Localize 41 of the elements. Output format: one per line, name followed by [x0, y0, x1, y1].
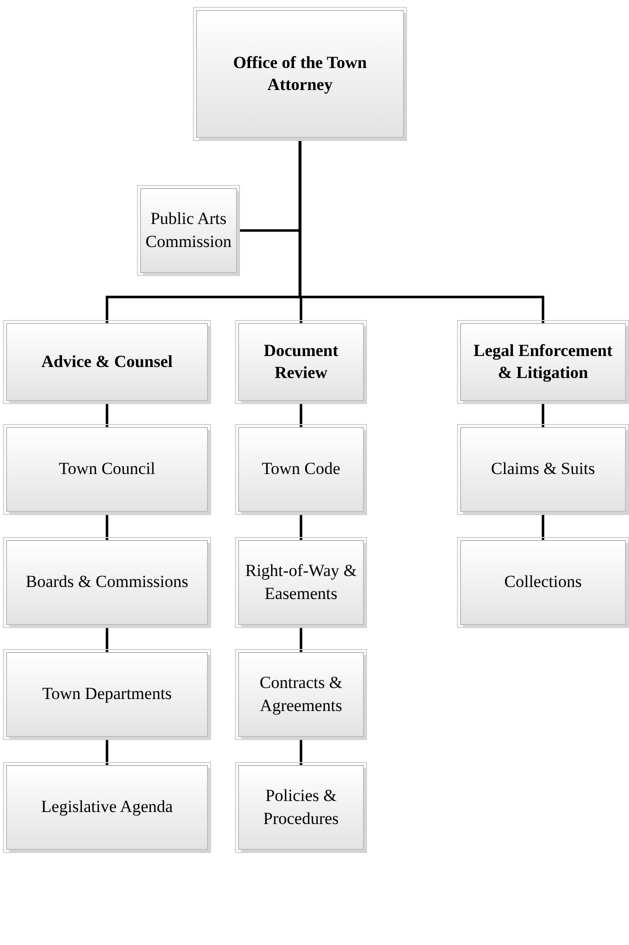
- box-label: Office of the Town Attorney: [232, 52, 368, 96]
- org-box: [6, 652, 208, 737]
- org-box: [238, 323, 364, 401]
- connector-line: [300, 625, 302, 652]
- connector-line: [300, 512, 302, 540]
- org-box: [140, 188, 237, 273]
- box-label: Document Review: [262, 340, 340, 384]
- org-box: [6, 323, 208, 401]
- org-box: [6, 765, 208, 850]
- connector-line: [542, 512, 544, 540]
- box-label: Contracts & Agreements: [258, 672, 344, 717]
- org-box: [196, 10, 404, 138]
- org-box: [460, 427, 626, 512]
- box-label: Right-of-Way & Easements: [244, 560, 358, 604]
- org-box: [238, 765, 364, 850]
- org-box: [238, 540, 364, 625]
- connector-line: [300, 401, 302, 427]
- connector-line: [106, 512, 108, 540]
- box-label: Public Arts Commission: [145, 208, 232, 252]
- box-label: Town Code: [262, 458, 340, 480]
- box-label: Collections: [504, 571, 582, 594]
- org-box: [460, 323, 626, 401]
- org-box: [6, 540, 208, 625]
- org-box: [6, 427, 208, 512]
- box-label: Claims & Suits: [491, 458, 595, 480]
- box-label: Town Departments: [42, 683, 172, 706]
- org-box: [238, 427, 364, 512]
- box-label: Advice & Counsel: [41, 350, 173, 373]
- box-label: Boards & Commissions: [26, 571, 188, 594]
- box-label: Policies & Procedures: [262, 784, 340, 830]
- connector-line: [300, 737, 302, 765]
- connector-line: [106, 737, 108, 765]
- box-label: Legislative Agenda: [41, 796, 173, 818]
- org-box: [460, 540, 626, 625]
- box-label: Town Council: [58, 458, 156, 480]
- connector-line: [106, 625, 108, 652]
- connector-line: [542, 401, 544, 427]
- connector-line: [106, 401, 108, 427]
- connector-line: [298, 138, 544, 323]
- org-box: [238, 652, 364, 737]
- box-label: Legal Enforcement & Litigation: [472, 340, 614, 384]
